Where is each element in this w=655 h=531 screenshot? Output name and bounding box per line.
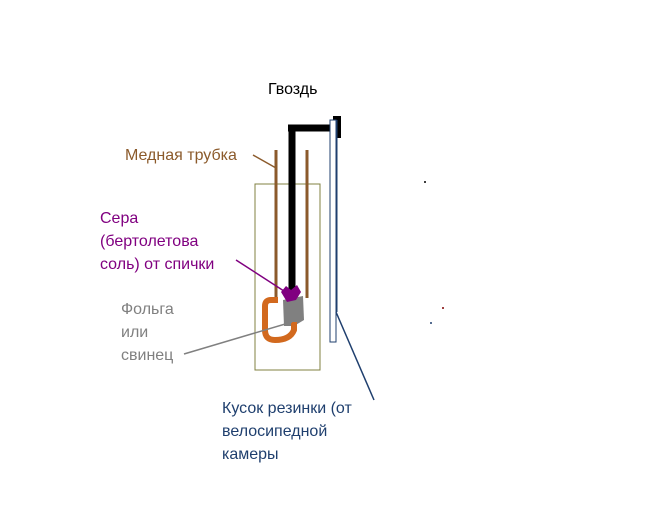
foil-leader	[183, 321, 293, 355]
stray-dot	[442, 307, 444, 309]
rubber-strip	[329, 119, 337, 343]
stray-dot	[424, 181, 426, 183]
foil-plug	[283, 296, 304, 326]
rubber-label-line: Кусок резинки (от	[222, 400, 352, 417]
foil-label: Фольга или свинец	[121, 298, 174, 367]
sulfur-leader	[235, 259, 288, 294]
nail-label: Гвоздь	[268, 81, 318, 98]
rubber-label-line: велосипедной	[222, 423, 328, 440]
copper-hook	[262, 297, 297, 343]
foil-label-line: или	[121, 324, 149, 341]
copper-tube-leader	[252, 154, 277, 169]
sulfur-label-line: соль) от спички	[100, 256, 215, 273]
sulfur-label: Сера (бертолетова соль) от спички	[100, 207, 214, 276]
sulfur-head	[281, 285, 301, 302]
sulfur-label-line: Сера	[100, 210, 139, 227]
foil-label-line: свинец	[121, 347, 174, 364]
sulfur-label-line: (бертолетова	[100, 233, 199, 250]
rubber-label-line: камеры	[222, 446, 279, 463]
tube-outline	[254, 183, 321, 371]
stray-dot	[430, 322, 432, 324]
copper-tube-label: Медная трубка	[125, 147, 237, 164]
rubber-label: Кусок резинки (от велосипедной камеры	[222, 397, 352, 466]
foil-label-line: Фольга	[121, 301, 174, 318]
rubber-leader	[335, 311, 375, 401]
